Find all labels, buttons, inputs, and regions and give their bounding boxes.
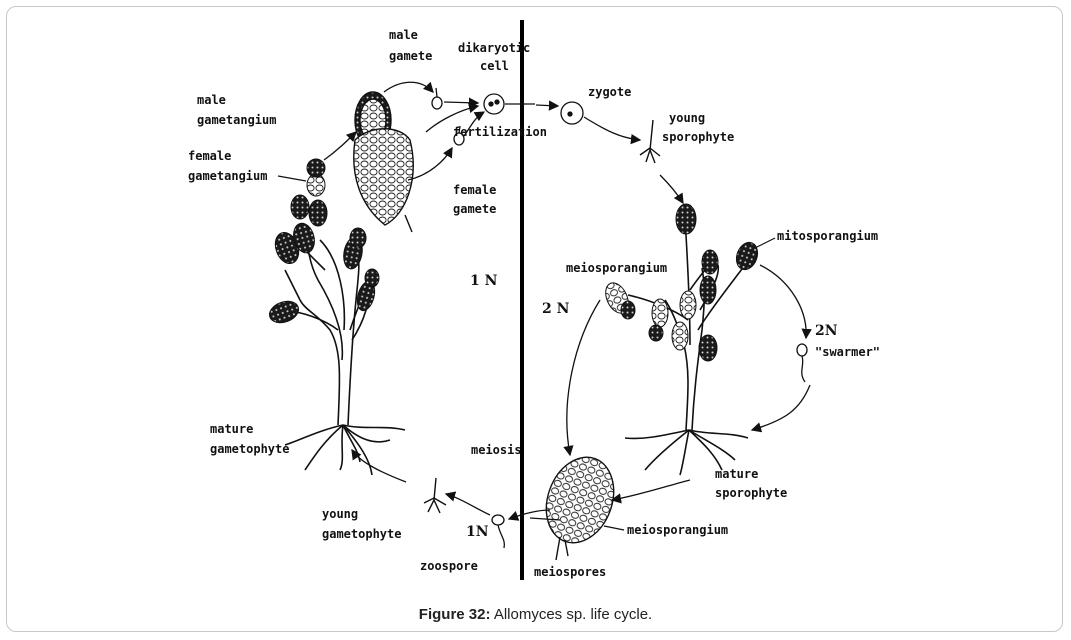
mature-gametophyte-plant bbox=[285, 230, 405, 475]
pointer-mitosporangium bbox=[755, 238, 775, 248]
dikaryotic-cell-drawing bbox=[484, 94, 504, 114]
label-2n-swarmer: 2N bbox=[815, 323, 838, 339]
label-meiosporangium-top: meiosporangium bbox=[566, 261, 667, 275]
label-meiosporangium-bottom: meiosporangium bbox=[627, 523, 728, 537]
pointer-meiosporangium-bottom bbox=[604, 526, 624, 530]
label-2n-center: 2 N bbox=[542, 301, 570, 317]
label-zoospore: zoospore bbox=[420, 559, 478, 573]
label-meiosis: meiosis bbox=[471, 443, 522, 457]
label-female-gamete: female gamete bbox=[453, 183, 504, 216]
label-1n-zoospore: 1N bbox=[466, 524, 489, 540]
label-dikaryotic-cell: dikaryotic cell bbox=[458, 41, 537, 73]
label-mature-sporophyte: mature sporophyte bbox=[715, 467, 787, 500]
label-male-gamete: male gamete bbox=[389, 28, 432, 63]
label-female-gametangium: female gametangium bbox=[188, 149, 267, 183]
label-swarmer: "swarmer" bbox=[815, 345, 880, 359]
zygote-drawing bbox=[561, 102, 583, 124]
pointer-female-gametangium bbox=[278, 176, 306, 181]
meiosporangium-enlarged bbox=[535, 448, 625, 560]
sporangia-cluster bbox=[601, 204, 761, 361]
young-gametophyte-drawing bbox=[424, 478, 446, 513]
label-mature-gametophyte: mature gametophyte bbox=[210, 422, 289, 456]
zoospore-cell bbox=[492, 515, 504, 548]
label-1n-center: 1 N bbox=[470, 273, 498, 289]
caption-text: Allomyces sp. life cycle. bbox=[490, 606, 652, 623]
label-young-sporophyte: young sporophyte bbox=[662, 111, 734, 144]
gametangium-enlarged bbox=[354, 92, 413, 232]
male-gamete-cell bbox=[432, 88, 442, 109]
label-male-gametangium: male gametangium bbox=[197, 93, 276, 127]
figure-caption: Figure 32: Allomyces sp. life cycle. bbox=[0, 606, 1071, 623]
label-meiospores: meiospores bbox=[534, 565, 606, 579]
label-zygote: zygote bbox=[588, 85, 631, 99]
label-young-gametophyte: young gametophyte bbox=[322, 507, 401, 541]
label-fertilization: fertilization bbox=[453, 125, 547, 139]
label-mitosporangium: mitosporangium bbox=[777, 229, 878, 243]
young-sporophyte-drawing bbox=[640, 120, 660, 163]
swarmer-cell bbox=[797, 344, 807, 382]
caption-prefix: Figure 32: bbox=[419, 606, 491, 623]
